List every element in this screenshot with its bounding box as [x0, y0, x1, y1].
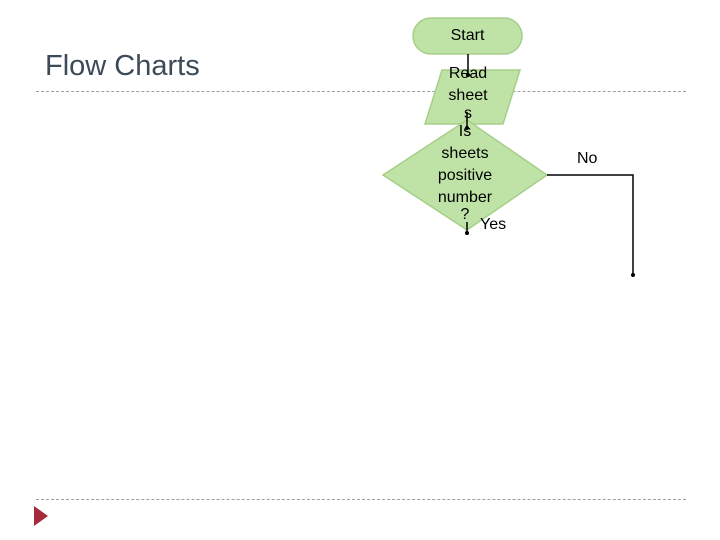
read-line-3: s	[464, 105, 472, 122]
connector-read-decision-dot	[465, 126, 469, 130]
no-label: No	[577, 150, 598, 167]
connector-start-read-dot	[466, 73, 470, 77]
decision-line-2: sheets	[441, 145, 489, 162]
decision-line-1: Is	[458, 123, 472, 140]
connector-no-dot	[631, 273, 635, 277]
decision-line-3: positive	[437, 167, 493, 184]
read-sheets-label: Read sheet s	[430, 63, 506, 122]
start-label: Start	[450, 27, 485, 44]
top-divider	[36, 91, 686, 92]
connector-yes-dot	[465, 231, 469, 235]
yes-label: Yes	[480, 216, 507, 233]
decision-line-5: ?	[460, 206, 470, 223]
read-line-2: sheet	[448, 87, 488, 104]
bottom-divider	[36, 499, 686, 500]
decision-line-4: number	[437, 189, 493, 206]
slide-title: Flow Charts	[45, 50, 200, 82]
connector-no	[547, 174, 634, 274]
decision-label: Is sheets positive number ?	[420, 121, 510, 223]
read-sheets-io[interactable]	[423, 69, 522, 125]
read-line-1: Read	[448, 65, 488, 82]
next-slide-arrow-icon[interactable]	[34, 506, 48, 526]
